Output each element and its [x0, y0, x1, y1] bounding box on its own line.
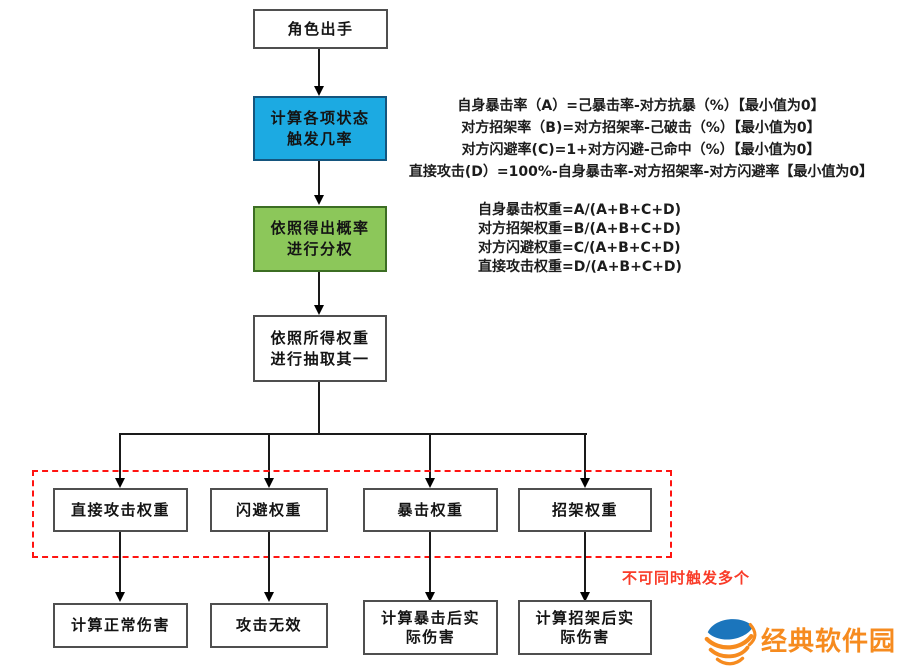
branch-box-crit-label: 暴击权重 [397, 500, 464, 519]
branch-box-parry: 招架权重 [518, 488, 652, 532]
globe-icon [704, 619, 757, 666]
node-calc-state-line1: 计算各项状态 [270, 108, 370, 127]
site-logo: 经典软件园 [701, 610, 896, 668]
node-draw-one-line1: 依照所得权重 [270, 328, 370, 347]
branch-box-direct-attack: 直接攻击权重 [53, 488, 188, 532]
arrow-line-3 [318, 272, 320, 305]
node-weight-assign: 依照得出概率 进行分权 [253, 206, 387, 272]
result-arrow-line-1 [119, 532, 121, 592]
branch-box-parry-label: 招架权重 [551, 500, 618, 519]
exclusive-note: 不可同时触发多个 [622, 569, 751, 587]
branch-drop-arrowhead-1 [115, 478, 125, 488]
branch-drop-line-4 [584, 433, 586, 478]
branch-box-direct-attack-label: 直接攻击权重 [70, 500, 170, 519]
result-box-crit-damage: 计算暴击后实 际伤害 [363, 600, 498, 655]
result-arrow-line-3 [429, 532, 431, 592]
arrow-line-2 [318, 161, 320, 195]
branch-connector-vline [318, 382, 320, 435]
probability-formula-1: 自身暴击率（A）=己暴击率-对方抗暴（%）【最小值为0】 [457, 98, 825, 114]
result-box-parry-damage-line1: 计算招架后实 [535, 608, 635, 627]
node-weight-assign-line1: 依照得出概率 [270, 219, 370, 237]
probability-formula-4: 直接攻击(D）=100%-自身暴击率-对方招架率-对方闪避率【最小值为0】 [408, 164, 874, 180]
arrow-head-2 [314, 195, 324, 205]
node-draw-one: 依照所得权重 进行抽取其一 [253, 315, 387, 382]
branch-drop-line-1 [119, 433, 121, 478]
branch-connector-hline [119, 433, 587, 435]
probability-formula-2: 对方招架率（B)=对方招架率-己破击（%）【最小值为0】 [461, 120, 821, 136]
weight-formulas: 自身暴击权重=A/(A+B+C+D) 对方招架权重=B/(A+B+C+D) 对方… [478, 201, 682, 277]
branch-box-crit: 暴击权重 [363, 488, 498, 532]
branch-drop-line-2 [268, 433, 270, 478]
result-arrow-line-2 [268, 532, 270, 592]
branch-drop-arrowhead-4 [580, 478, 590, 488]
result-box-normal-damage-line1: 计算正常伤害 [70, 616, 170, 634]
node-draw-one-line2: 进行抽取其一 [270, 349, 370, 368]
result-arrow-head-3 [425, 592, 435, 602]
result-box-crit-damage-line2: 际伤害 [405, 627, 456, 646]
result-box-parry-damage: 计算招架后实 际伤害 [518, 600, 652, 655]
branch-box-dodge: 闪避权重 [210, 488, 328, 532]
branch-drop-arrowhead-3 [425, 478, 435, 488]
result-box-crit-damage-line1: 计算暴击后实 [380, 608, 480, 627]
node-start: 角色出手 [253, 9, 388, 49]
node-start-label: 角色出手 [287, 19, 354, 38]
branch-drop-arrowhead-2 [264, 478, 274, 488]
weight-formula-1: 自身暴击权重=A/(A+B+C+D) [478, 202, 682, 218]
arrow-head-3 [314, 305, 324, 315]
weight-formula-4: 直接攻击权重=D/(A+B+C+D) [478, 259, 682, 275]
node-calc-state: 计算各项状态 触发几率 [253, 96, 387, 161]
result-arrow-line-4 [584, 532, 586, 592]
result-box-attack-invalid-line1: 攻击无效 [235, 616, 302, 634]
arrow-head-1 [314, 86, 324, 96]
node-weight-assign-line2: 进行分权 [286, 240, 353, 258]
branch-drop-line-3 [429, 433, 431, 478]
site-logo-text: 经典软件园 [761, 626, 897, 657]
probability-formulas: 自身暴击率（A）=己暴击率-对方抗暴（%）【最小值为0】 对方招架率（B)=对方… [388, 95, 894, 183]
result-arrow-head-2 [264, 592, 274, 602]
node-calc-state-line2: 触发几率 [286, 129, 353, 148]
weight-formula-2: 对方招架权重=B/(A+B+C+D) [478, 221, 681, 237]
branch-box-dodge-label: 闪避权重 [235, 500, 302, 519]
probability-formula-3: 对方闪避率(C)=1+对方闪避-己命中（%）【最小值为0】 [461, 142, 821, 158]
weight-formula-3: 对方闪避权重=C/(A+B+C+D) [478, 240, 681, 256]
result-arrow-head-4 [580, 592, 590, 602]
result-box-parry-damage-line2: 际伤害 [560, 627, 610, 646]
arrow-line-1 [318, 49, 320, 86]
result-box-normal-damage: 计算正常伤害 [53, 603, 188, 648]
result-arrow-head-1 [115, 592, 125, 602]
result-box-attack-invalid: 攻击无效 [210, 603, 328, 648]
exclusive-dashed-region [32, 470, 672, 558]
